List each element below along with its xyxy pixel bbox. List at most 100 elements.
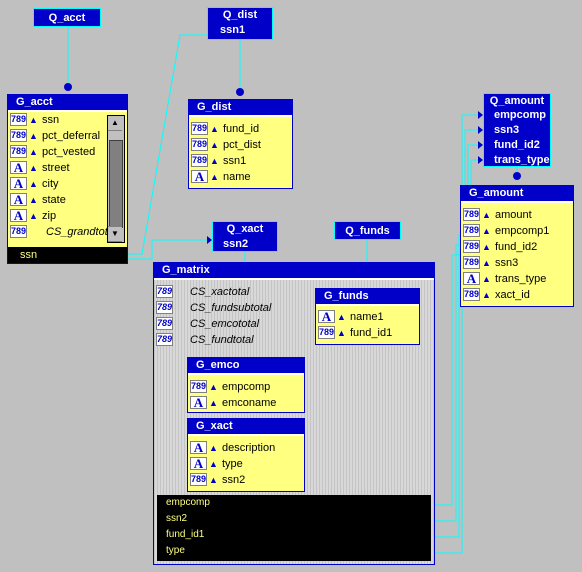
number-type-icon: 789 xyxy=(463,208,480,221)
column-row[interactable]: A▲state xyxy=(8,192,127,208)
column-row[interactable]: 789▲ssn3 xyxy=(461,255,573,271)
number-type-icon: 789 xyxy=(190,380,207,393)
column-label: empcomp xyxy=(222,381,271,393)
query-q-funds-title: Q_funds xyxy=(345,225,390,237)
up-arrow-icon: ▲ xyxy=(210,172,219,182)
column-row[interactable]: 789▲pct_vested xyxy=(8,144,127,160)
column-row[interactable]: 789▲xact_id xyxy=(461,287,573,303)
column-label: ssn xyxy=(42,114,60,126)
group-g-matrix-title: G_matrix xyxy=(154,263,434,280)
column-row[interactable]: 789▲ ssn2 xyxy=(188,472,304,488)
column-label: CS_xactotal xyxy=(190,286,250,298)
column-row[interactable]: A▲description xyxy=(188,440,304,456)
up-arrow-icon: ▲ xyxy=(29,211,38,221)
up-arrow-icon: ▲ xyxy=(337,328,346,338)
column-row[interactable]: A▲emconame xyxy=(188,395,304,411)
number-type-icon: 789 xyxy=(10,113,27,126)
number-type-icon: 789 xyxy=(156,301,173,314)
up-arrow-icon: ▲ xyxy=(482,242,491,252)
cross-column[interactable]: empcomp xyxy=(166,497,210,508)
number-type-icon: 789 xyxy=(463,224,480,237)
number-type-icon: 789 xyxy=(190,473,207,486)
column-label: ssn2 xyxy=(222,474,246,486)
query-q-amount-column: empcomp xyxy=(494,109,546,121)
column-label: city xyxy=(42,178,59,190)
query-q-xact-title: Q_xact xyxy=(226,223,264,235)
column-row[interactable]: 789▲empcomp1 xyxy=(461,223,573,239)
column-row[interactable]: 789▲pct_dist xyxy=(189,137,292,153)
column-label: CS_fundsubtotal xyxy=(190,302,272,314)
column-label: trans_type xyxy=(495,273,547,285)
up-arrow-icon: ▲ xyxy=(29,163,38,173)
column-row[interactable]: A▲street xyxy=(8,160,127,176)
query-q-amount[interactable]: Q_amount empcomp ssn3 fund_id2 trans_typ… xyxy=(483,93,551,167)
up-arrow-icon: ▲ xyxy=(29,131,38,141)
character-type-icon: A xyxy=(10,209,27,222)
group-g-acct-title: G_acct xyxy=(8,95,127,112)
up-arrow-icon: ▲ xyxy=(29,195,38,205)
group-g-xact-title: G_xact xyxy=(188,419,304,436)
number-type-icon: 789 xyxy=(191,154,208,167)
cross-column[interactable]: type xyxy=(166,545,185,556)
up-arrow-icon: ▲ xyxy=(209,443,218,453)
column-label: emconame xyxy=(222,397,277,409)
scroll-up-icon[interactable]: ▲ xyxy=(108,116,122,131)
column-row[interactable]: A▲name xyxy=(189,169,292,185)
column-row[interactable]: 789▲fund_id xyxy=(189,121,292,137)
scroll-down-icon[interactable]: ▼ xyxy=(108,226,122,242)
break-column-ssn[interactable]: ssn xyxy=(8,247,127,263)
query-q-acct[interactable]: Q_acct xyxy=(33,8,101,27)
scrollbar[interactable]: ▲ ▼ xyxy=(107,115,125,243)
column-row[interactable]: A▲name1 xyxy=(316,309,419,325)
link-pin xyxy=(513,172,521,180)
column-label: zip xyxy=(42,210,57,222)
query-q-xact[interactable]: Q_xact ssn2 xyxy=(212,221,278,252)
number-type-icon: 789 xyxy=(463,256,480,269)
character-type-icon: A xyxy=(10,161,27,174)
up-arrow-icon: ▲ xyxy=(209,398,218,408)
column-label: CS_grandtot xyxy=(46,226,108,238)
column-label: description xyxy=(222,442,276,454)
cross-column[interactable]: fund_id1 xyxy=(166,529,205,540)
column-row[interactable]: 789 CS_grandtot xyxy=(8,224,127,240)
column-row[interactable]: 789 CS_fundsubtotal xyxy=(154,300,434,316)
column-label: pct_dist xyxy=(223,139,261,151)
column-row[interactable]: 789▲ pct_deferral xyxy=(8,128,127,144)
number-type-icon: 789 xyxy=(191,122,208,135)
query-q-dist[interactable]: Q_dist ssn1 xyxy=(207,7,273,40)
column-label: fund_id xyxy=(223,123,260,135)
column-row[interactable]: 789▲ssn1 xyxy=(189,153,292,169)
character-type-icon: A xyxy=(463,272,480,285)
column-label: empcomp1 xyxy=(495,225,550,237)
up-arrow-icon: ▲ xyxy=(209,382,218,392)
column-row[interactable]: A▲ trans_type xyxy=(461,271,573,287)
column-row[interactable]: 789 ▲ ssn xyxy=(8,112,127,128)
column-row[interactable]: 789▲amount xyxy=(461,207,573,223)
scrollbar-thumb[interactable] xyxy=(109,140,123,228)
up-arrow-icon: ▲ xyxy=(482,274,491,284)
number-type-icon: 789 xyxy=(10,225,27,238)
cross-column[interactable]: ssn2 xyxy=(166,513,188,524)
column-row[interactable]: 789▲fund_id2 xyxy=(461,239,573,255)
column-row[interactable]: A▲ zip xyxy=(8,208,127,224)
column-row[interactable]: A▲city xyxy=(8,176,127,192)
column-row[interactable]: 789▲fund_id1 xyxy=(316,325,419,341)
column-row[interactable]: 789▲ empcomp xyxy=(188,379,304,395)
up-arrow-icon: ▲ xyxy=(209,475,218,485)
up-arrow-icon: ▲ xyxy=(209,459,218,469)
query-q-funds[interactable]: Q_funds xyxy=(334,221,401,240)
column-label: pct_deferral xyxy=(42,130,101,142)
column-row[interactable]: A▲type xyxy=(188,456,304,472)
number-type-icon: 789 xyxy=(10,129,27,142)
